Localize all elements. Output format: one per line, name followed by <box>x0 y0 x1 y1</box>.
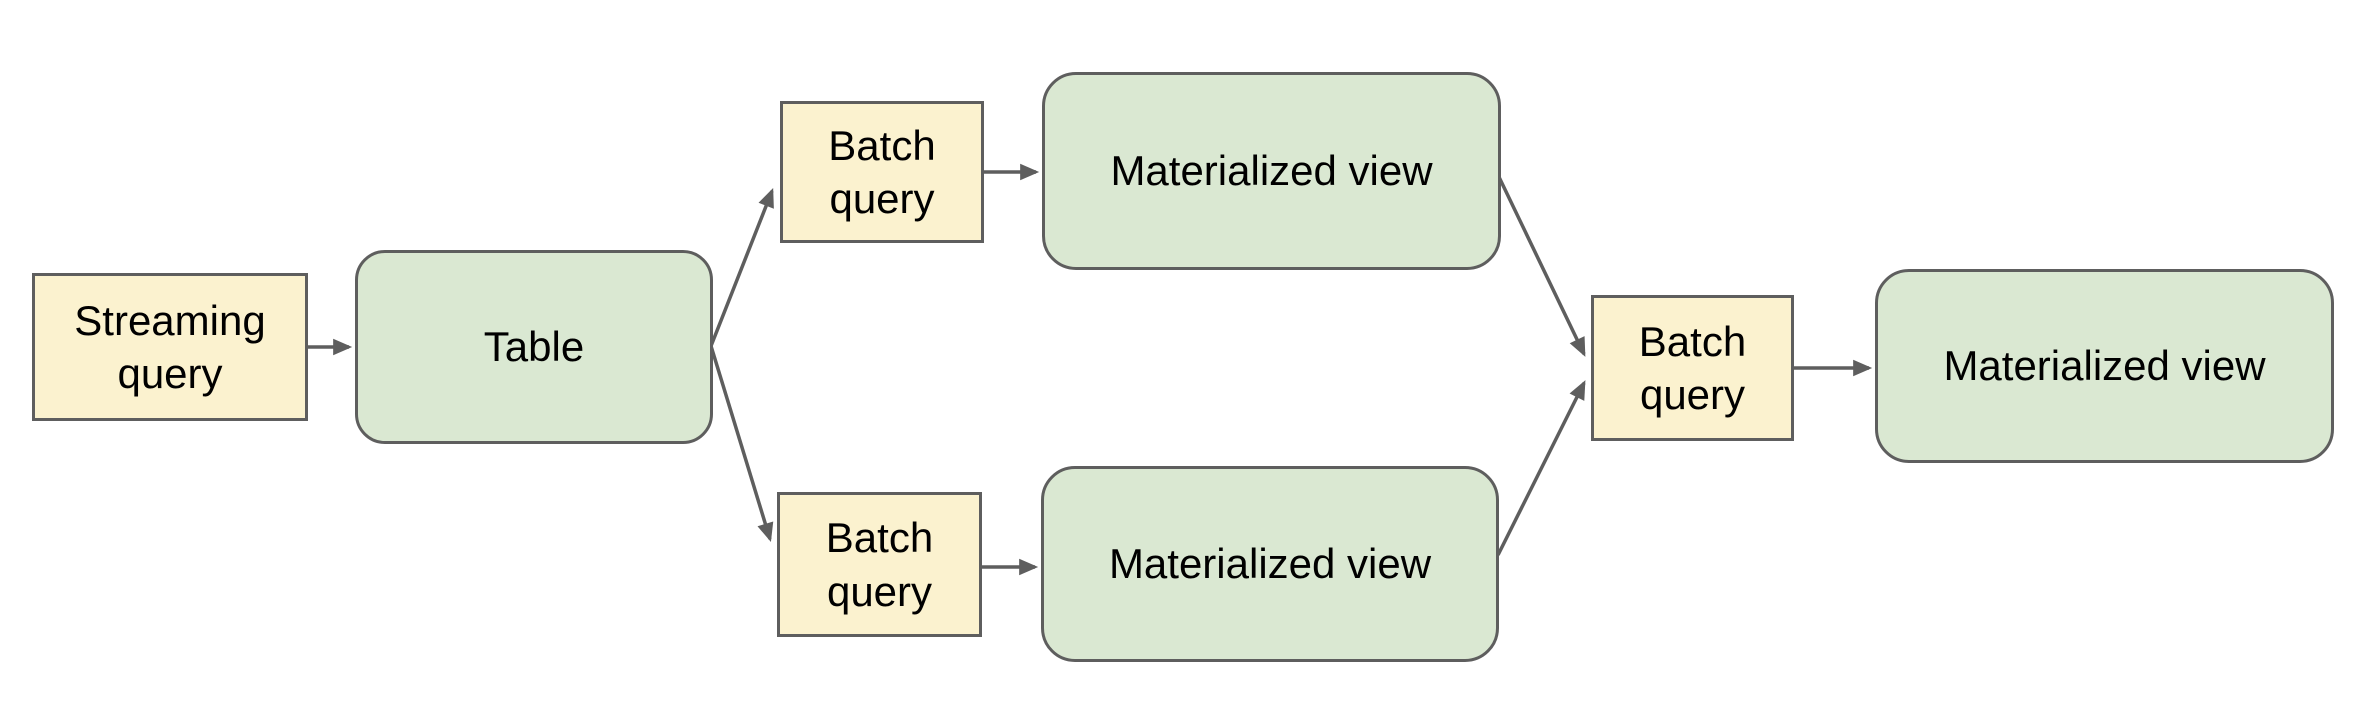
node-materialized-view-bottom: Materialized view <box>1041 466 1499 662</box>
edge-table-to-batch-query-bottom <box>709 345 774 543</box>
node-batch-query-merge: Batch query <box>1591 295 1794 441</box>
edge-table-to-batch-query-top <box>709 188 774 347</box>
node-batch-query-bottom: Batch query <box>777 492 982 637</box>
node-label: Materialized view <box>1108 540 1432 588</box>
node-label: Streaming query <box>74 296 266 397</box>
node-label: Materialized view <box>1943 342 2266 390</box>
node-label: Batch query <box>1638 317 1747 418</box>
node-label: Batch query <box>828 121 936 222</box>
node-label: Table <box>483 323 585 371</box>
node-streaming-query: Streaming query <box>32 273 308 421</box>
node-materialized-view-top: Materialized view <box>1042 72 1501 270</box>
node-label: Batch query <box>825 514 934 615</box>
node-table: Table <box>355 250 713 444</box>
edge-mv-bottom-to-batch-query-merge <box>1496 380 1586 556</box>
node-batch-query-top: Batch query <box>780 101 984 243</box>
node-materialized-view-final: Materialized view <box>1875 269 2334 463</box>
edge-mv-top-to-batch-query-merge <box>1497 176 1586 357</box>
node-label: Materialized view <box>1110 147 1433 195</box>
